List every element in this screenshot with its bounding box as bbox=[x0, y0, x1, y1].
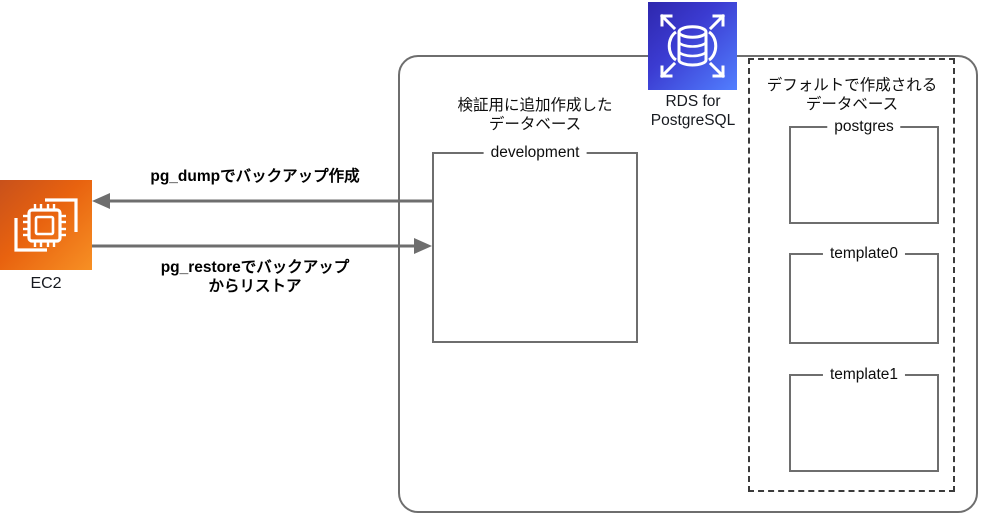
default-db-group-note: デフォルトで作成される データベース bbox=[766, 77, 938, 113]
database-label-postgres: postgres bbox=[827, 117, 901, 137]
rds-label: RDS for PostgreSQL bbox=[650, 93, 736, 129]
database-box-template0[interactable]: template0 bbox=[789, 244, 939, 344]
development-db-note: 検証用に追加作成した データベース bbox=[457, 97, 613, 133]
arrow-label-pg-dump: pg_dumpでバックアップ作成 bbox=[150, 168, 360, 185]
ec2-label: EC2 bbox=[30, 275, 62, 292]
database-box-development[interactable]: development bbox=[432, 143, 638, 343]
database-label-template1: template1 bbox=[822, 365, 906, 385]
arrow-pg-dump bbox=[92, 193, 434, 209]
arrow-label-pg-restore: pg_restoreでバックアップ からリストア bbox=[160, 259, 350, 295]
arrow-pg-restore bbox=[90, 238, 432, 254]
ec2-chip-glyph bbox=[14, 198, 78, 252]
rds-database-icon[interactable] bbox=[648, 2, 737, 90]
database-label-template0: template0 bbox=[822, 244, 906, 264]
rds-database-glyph bbox=[659, 13, 726, 79]
default-databases-group bbox=[748, 58, 955, 492]
database-box-postgres[interactable]: postgres bbox=[789, 117, 939, 224]
database-label-development: development bbox=[483, 143, 587, 163]
ec2-instance-icon[interactable] bbox=[0, 180, 92, 270]
database-box-template1[interactable]: template1 bbox=[789, 365, 939, 472]
